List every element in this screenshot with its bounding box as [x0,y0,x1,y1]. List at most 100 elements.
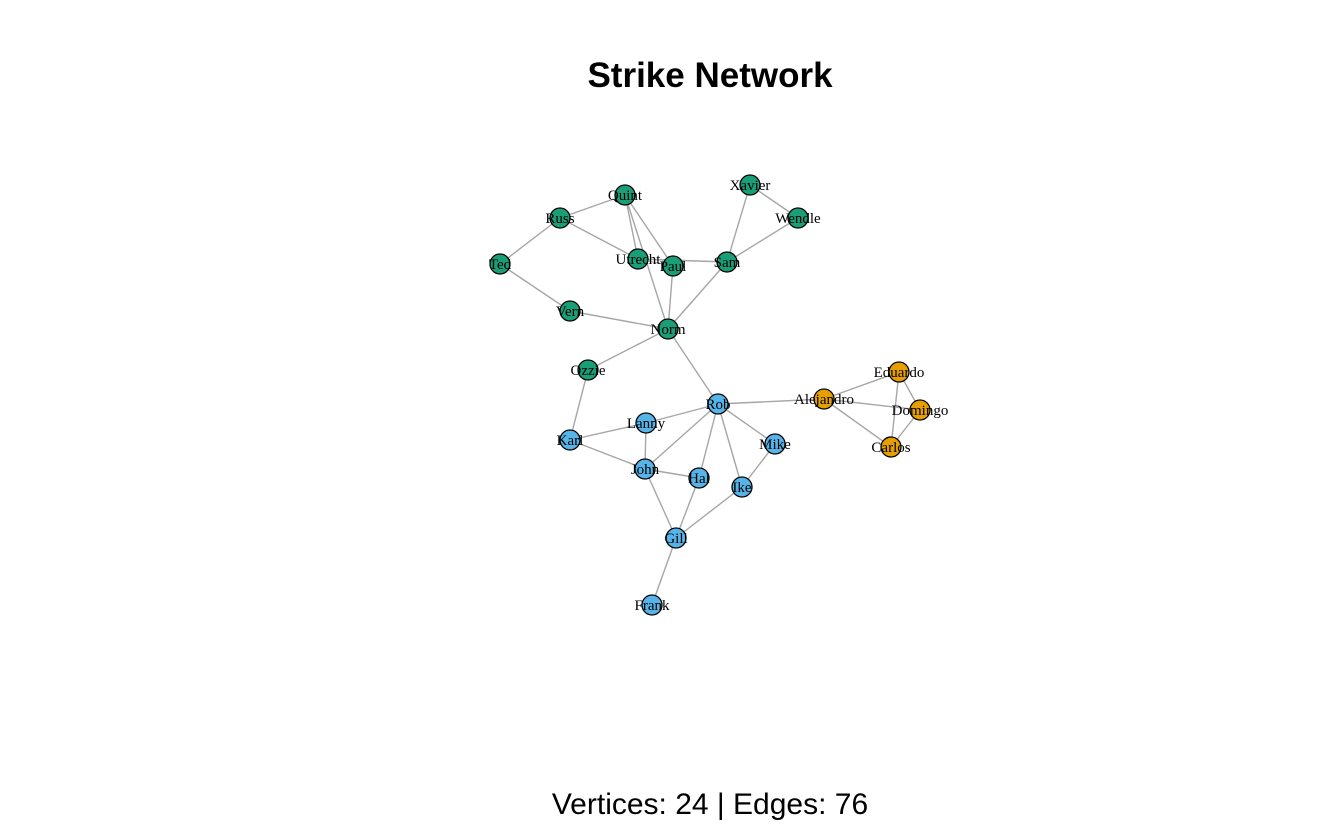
node-label: Karl [557,433,584,449]
node-utrecht: Utrecht [616,248,662,270]
node-label: Wendle [775,211,821,227]
edge-eduardo-carlos [890,371,900,448]
node-eduardo: Eduardo [874,361,925,383]
node-label: Lanny [627,416,666,432]
edge-ike-gill [675,486,743,539]
edge-rob-hal [698,403,719,479]
node-circle [787,207,809,229]
node-domingo: Domingo [892,399,949,421]
node-hal: Hal [688,467,710,489]
node-label: Ted [489,257,512,273]
node-label: Hal [688,471,710,487]
node-label: Xavier [730,178,771,194]
node-circle [559,429,581,451]
node-label: Domingo [892,403,949,419]
node-circle [641,594,663,616]
edge-russ-ted [499,217,561,265]
node-quint: Quint [608,184,643,206]
edge-gill-frank [651,537,677,606]
edge-karl-lanny [569,422,647,441]
node-norm: Norm [651,318,686,340]
node-ike: Ike [731,476,753,498]
node-label: Ozzie [571,363,606,379]
node-label: Ike [732,480,751,496]
edge-rob-alejandro [717,398,825,405]
node-sam: Sam [714,251,741,273]
node-circle [716,251,738,273]
graph-title: Strike Network [587,56,833,95]
node-vern: Vern [556,300,585,322]
node-label: Russ [545,211,574,227]
node-label: Vern [556,304,585,320]
node-circle [739,174,761,196]
node-circle [731,476,753,498]
node-lanny: Lanny [627,412,666,434]
node-circle [577,359,599,381]
node-label: John [631,462,660,478]
node-gill: Gill [664,527,688,549]
edge-utrecht-sam [637,258,728,263]
node-label: Sam [714,255,741,271]
edge-norm-rob [667,328,719,405]
node-mike: Mike [759,433,791,455]
node-label: Paul [660,259,687,275]
node-circle [635,412,657,434]
node-ted: Ted [489,253,512,275]
graph-stats: Vertices: 24 | Edges: 76 [551,788,869,821]
node-circle [909,399,931,421]
edge-john-gill [644,468,677,539]
edge-quint-paul [624,194,674,267]
edge-sam-norm [667,261,728,330]
node-circle [662,255,684,277]
node-label: Frank [635,598,670,614]
edge-karl-john [569,439,646,470]
node-label: Alejandro [794,392,854,408]
node-circle [707,393,729,415]
node-alejandro: Alejandro [794,388,854,410]
node-circle [665,527,687,549]
node-label: Carlos [871,440,910,456]
node-label: Eduardo [874,365,925,381]
edge-rob-john [644,403,719,470]
node-circle [888,361,910,383]
node-paul: Paul [660,255,687,277]
node-russ: Russ [545,207,575,229]
edge-ted-vern [499,263,571,312]
node-circle [627,248,649,270]
node-frank: Frank [635,594,670,616]
edge-alejandro-eduardo [823,371,900,400]
node-circle [880,436,902,458]
node-rob: Rob [705,393,731,415]
edge-rob-mike [717,403,776,445]
node-label: Rob [705,397,730,413]
edges-layer [499,184,921,606]
edge-rob-ike [717,403,743,488]
edge-hal-gill [675,477,700,539]
node-carlos: Carlos [871,436,911,458]
node-label: Norm [651,322,686,338]
node-wendle: Wendle [775,207,821,229]
edge-xavier-sam [726,184,751,263]
edge-alejandro-domingo [823,398,921,411]
node-label: Utrecht [616,252,662,268]
node-label: Mike [759,437,791,453]
node-circle [657,318,679,340]
node-circle [559,300,581,322]
edge-ozzie-karl [569,369,589,441]
node-karl: Karl [557,429,584,451]
node-circle [634,458,656,480]
node-john: John [631,458,660,480]
node-circle [614,184,636,206]
edge-alejandro-carlos [823,398,892,448]
node-ozzie: Ozzie [571,359,606,381]
node-label: Gill [664,531,687,547]
node-circle [764,433,786,455]
node-circle [489,253,511,275]
edge-russ-utrecht [559,217,639,260]
edge-russ-quint [559,194,626,219]
node-label: Quint [608,188,643,204]
edge-norm-ozzie [587,328,669,371]
edge-wendle-sam [726,217,799,263]
